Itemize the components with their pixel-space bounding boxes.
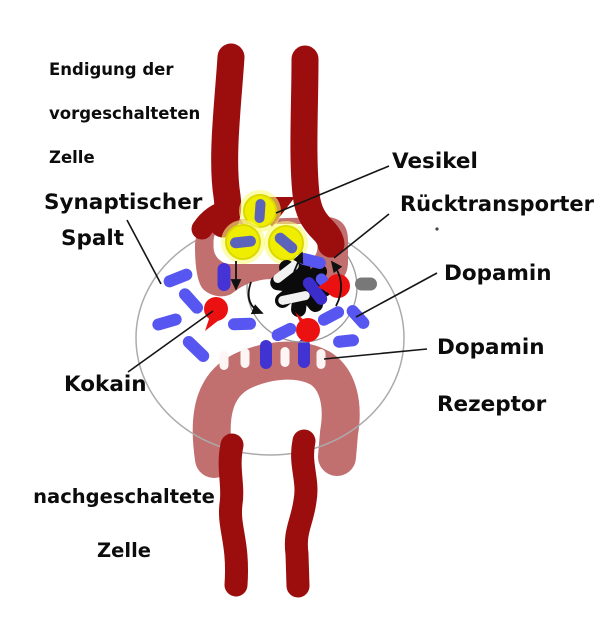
presynaptic-line3: Zelle — [49, 148, 95, 167]
dopamine-molecule — [346, 305, 370, 329]
presynaptic-line1: Endigung der — [49, 60, 174, 79]
dopamine-molecule — [163, 268, 193, 288]
cocaine-molecule — [295, 312, 320, 342]
dopamine-molecule — [228, 317, 256, 331]
presynaptic-axon-left — [209, 43, 245, 238]
cleft-label-line — [126, 219, 162, 285]
receptor-slot — [280, 347, 290, 367]
cocaine-molecule — [204, 297, 228, 331]
dopamine-molecule — [333, 334, 359, 348]
reuptake-arrow — [293, 251, 304, 273]
postsynaptic-axon-right — [284, 429, 318, 598]
transporter-white-pill — [278, 291, 310, 305]
vesicle-label: Vesikel — [392, 149, 478, 174]
dopamine-molecule — [152, 313, 182, 331]
postsynaptic-line1: nachgeschaltete — [33, 485, 215, 508]
synaptic-cleft-label-line1: Synaptischer — [44, 190, 203, 215]
postsynaptic-axons — [218, 429, 318, 598]
dopamine-molecule — [271, 322, 297, 342]
blocked-molecule-gray — [355, 277, 377, 291]
transporter-white-pill — [273, 261, 299, 283]
transporter-star — [270, 253, 350, 317]
dopamine-molecule — [317, 306, 345, 326]
dopamine-label-line — [355, 272, 438, 318]
postsynaptic-cell-label: nachgeschaltete Zelle — [28, 483, 220, 564]
stray-dot — [435, 227, 439, 231]
dopamine-molecule — [182, 336, 210, 362]
receptor-slot — [240, 348, 250, 368]
postsynaptic-membrane — [192, 339, 360, 478]
receptor-slot — [316, 349, 326, 369]
dopamine-molecules — [152, 268, 370, 362]
cocaine-label-line — [127, 310, 214, 373]
dopamine-label: Dopamin — [444, 261, 552, 286]
dopamine-molecule — [302, 277, 328, 305]
transporter-label: Rücktransporter — [400, 192, 595, 216]
cycle-curved-arrow — [247, 281, 264, 315]
receptor-bound-dopamine — [260, 340, 272, 369]
dopamine-molecule — [178, 288, 204, 314]
reuptake-curved-arrow — [330, 260, 343, 307]
vesicle — [221, 220, 265, 264]
cocaine-label: Kokain — [64, 372, 147, 397]
label-lines — [126, 165, 438, 373]
receptor-line2: Rezeptor — [437, 392, 547, 417]
presynaptic-axon-right — [290, 45, 345, 258]
transporter-label-line — [333, 213, 390, 259]
flow-arrows — [230, 251, 343, 315]
receptor-bound-dopamine — [298, 339, 310, 368]
synaptic-cleft-label-line2: Spalt — [61, 226, 125, 251]
presynaptic-line2: vorgeschalteten — [49, 104, 201, 123]
dopamine-molecule — [298, 253, 326, 269]
cocaine-molecule — [318, 274, 350, 298]
receptor-slot — [219, 351, 229, 370]
receptor-line1: Dopamin — [437, 335, 545, 360]
presynaptic-axon-left-hook — [191, 199, 240, 240]
dopamine-receptor-label: Dopamin Rezeptor — [437, 334, 546, 420]
postsynaptic-axon-left — [218, 433, 249, 597]
presynaptic-cell-label: Endigung der vorgeschalteten Zelle — [49, 59, 200, 169]
postsynaptic-line2: Zelle — [97, 539, 151, 562]
receptor-label-line — [323, 348, 428, 360]
vesicle-label-line — [275, 165, 390, 214]
dopamine-molecule — [217, 263, 231, 291]
